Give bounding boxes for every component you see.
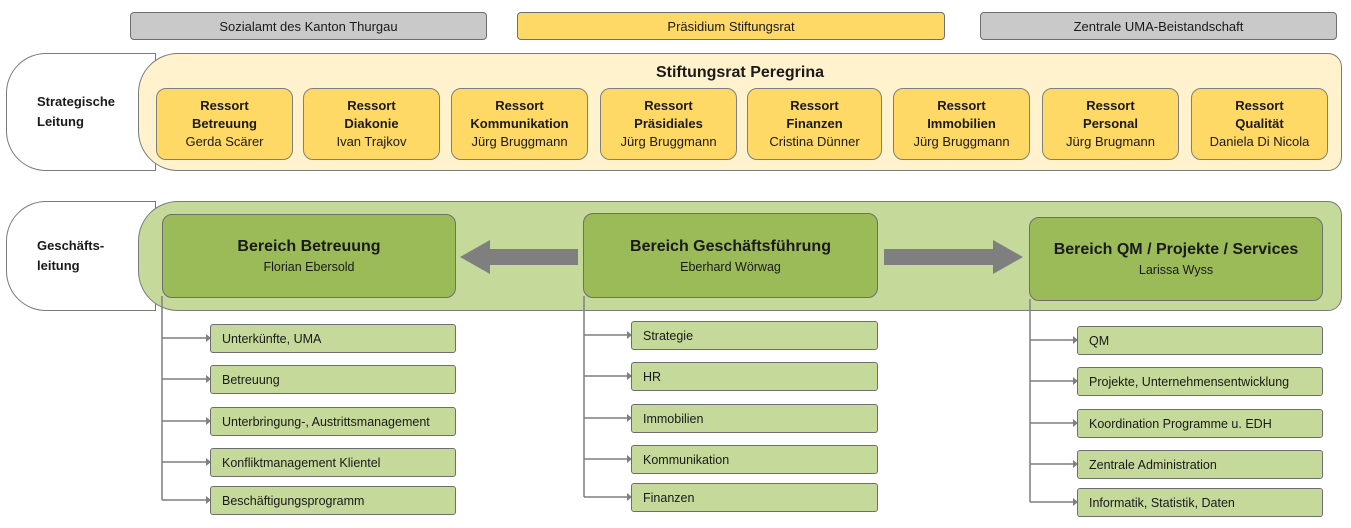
sub-item: QM bbox=[1077, 326, 1323, 355]
sub-item: Zentrale Administration bbox=[1077, 450, 1323, 479]
bereich-title: Bereich QM / Projekte / Services bbox=[1053, 241, 1299, 258]
top-box-praesidium: Präsidium Stiftungsrat bbox=[517, 12, 945, 40]
ressort-label: Ressort bbox=[200, 98, 249, 113]
ressort-name: Finanzen bbox=[786, 116, 843, 131]
sub-item: Konfliktmanagement Klientel bbox=[210, 448, 456, 477]
ressort-label: Ressort bbox=[347, 98, 396, 113]
ressort-label: Ressort bbox=[495, 98, 544, 113]
sub-item: Projekte, Unternehmensentwicklung bbox=[1077, 367, 1323, 396]
sub-item: Koordination Programme u. EDH bbox=[1077, 409, 1323, 438]
ressort-label: Ressort bbox=[644, 98, 693, 113]
bereich-person: Larissa Wyss bbox=[1138, 263, 1214, 277]
top-box-label: Präsidium Stiftungsrat bbox=[667, 18, 795, 34]
executive-band-label: Geschäfts-leitung bbox=[6, 201, 156, 311]
sub-item: Unterbringung-, Austrittsmanagement bbox=[210, 407, 456, 436]
sub-item: Informatik, Statistik, Daten bbox=[1077, 488, 1323, 517]
bereich-qm-projekte-services: Bereich QM / Projekte / Services Larissa… bbox=[1029, 217, 1323, 301]
arrow-right bbox=[884, 240, 1023, 274]
sub-item: Strategie bbox=[631, 321, 878, 350]
ressort-person: Ivan Trajkov bbox=[336, 134, 407, 149]
sub-item-label: Konfliktmanagement Klientel bbox=[222, 455, 381, 470]
ressort-name: Personal bbox=[1083, 116, 1138, 131]
ressort-label: Ressort bbox=[937, 98, 986, 113]
top-box-uma: Zentrale UMA-Beistandschaft bbox=[980, 12, 1337, 40]
sub-item: Beschäftigungsprogramm bbox=[210, 486, 456, 515]
ressort-person: Jürg Brugmann bbox=[1066, 134, 1155, 149]
bereich-title: Bereich Betreuung bbox=[237, 238, 381, 255]
sub-item-label: Strategie bbox=[643, 328, 694, 343]
ressort-label: Ressort bbox=[1086, 98, 1135, 113]
ressort-name: Immobilien bbox=[927, 116, 996, 131]
ressort-person: Jürg Bruggmann bbox=[913, 134, 1010, 149]
strategic-label-text: Strategische Leitung bbox=[37, 94, 116, 129]
ressort-label: Ressort bbox=[790, 98, 839, 113]
strategic-band-label: Strategische Leitung bbox=[6, 53, 156, 171]
sub-item-label: Unterkünfte, UMA bbox=[222, 331, 322, 346]
sub-item-label: QM bbox=[1089, 333, 1110, 348]
arrow-left bbox=[460, 240, 578, 274]
ressort-person: Daniela Di Nicola bbox=[1209, 134, 1310, 149]
ressort-person: Gerda Scärer bbox=[185, 134, 264, 149]
sub-item-label: Koordination Programme u. EDH bbox=[1089, 416, 1272, 431]
sub-item: Finanzen bbox=[631, 483, 878, 512]
bereich-betreuung: Bereich Betreuung Florian Ebersold bbox=[162, 214, 456, 298]
sub-item: HR bbox=[631, 362, 878, 391]
sub-item-label: Projekte, Unternehmensentwicklung bbox=[1089, 374, 1290, 389]
sub-item: Immobilien bbox=[631, 404, 878, 433]
sub-item-label: Zentrale Administration bbox=[1089, 457, 1217, 472]
sub-item-label: Finanzen bbox=[643, 490, 695, 505]
sub-item-label: Kommunikation bbox=[643, 452, 730, 467]
sub-item-label: Unterbringung-, Austrittsmanagement bbox=[222, 414, 430, 429]
ressort-name: Präsidiales bbox=[634, 116, 703, 131]
ressort-name: Diakonie bbox=[344, 116, 399, 131]
executive-label-text: Geschäfts-leitung bbox=[37, 238, 105, 273]
ressort-name: Qualität bbox=[1235, 116, 1284, 131]
bereich-person: Eberhard Wörwag bbox=[680, 259, 781, 274]
ressort-person: Jürg Bruggmann bbox=[471, 134, 568, 149]
ressort-name: Kommunikation bbox=[470, 116, 569, 131]
top-box-sozialamt: Sozialamt des Kanton Thurgau bbox=[130, 12, 487, 40]
sub-item: Kommunikation bbox=[631, 445, 878, 474]
ressort-person: Jürg Bruggmann bbox=[620, 134, 717, 149]
ressort-person: Cristina Dünner bbox=[769, 134, 860, 149]
bereich-geschaeftsfuehrung: Bereich Geschäftsführung Eberhard Wörwag bbox=[583, 213, 878, 298]
sub-item-label: Beschäftigungsprogramm bbox=[222, 493, 365, 508]
sub-item-label: Immobilien bbox=[643, 411, 704, 426]
bereich-person: Florian Ebersold bbox=[263, 260, 355, 274]
sub-item-label: Betreuung bbox=[222, 372, 280, 387]
top-box-label: Sozialamt des Kanton Thurgau bbox=[219, 18, 398, 34]
top-box-label: Zentrale UMA-Beistandschaft bbox=[1073, 18, 1244, 34]
sub-item: Unterkünfte, UMA bbox=[210, 324, 456, 353]
bereich-title: Bereich Geschäftsführung bbox=[630, 237, 831, 255]
ressort-label: Ressort bbox=[1235, 98, 1284, 113]
board-title: Stiftungsrat Peregrina bbox=[655, 64, 825, 81]
ressort-name: Betreuung bbox=[192, 116, 257, 131]
sub-item: Betreuung bbox=[210, 365, 456, 394]
sub-item-label: HR bbox=[643, 369, 662, 384]
sub-item-label: Informatik, Statistik, Daten bbox=[1089, 495, 1235, 510]
